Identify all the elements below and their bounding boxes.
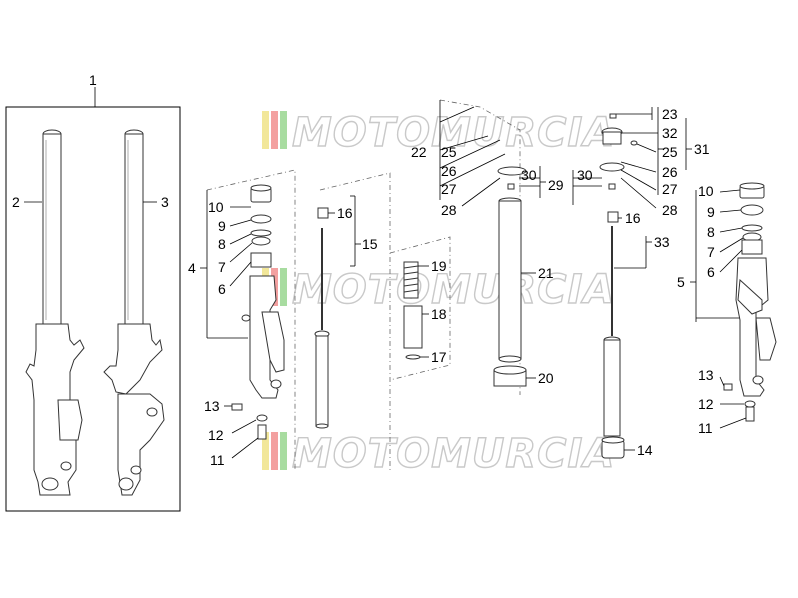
label-17: 17 — [431, 349, 447, 365]
screw-11-left — [257, 424, 267, 440]
ring-8-left — [250, 229, 272, 237]
spring-19 — [403, 261, 419, 299]
label-8-left: 8 — [218, 236, 226, 252]
tube-18 — [403, 305, 423, 349]
valve-30-center — [507, 183, 515, 190]
watermark-text-middle: MOTOMURCIA — [292, 267, 615, 313]
bump-16-left — [317, 207, 329, 219]
label-18: 18 — [431, 306, 447, 322]
label-33: 33 — [654, 234, 670, 250]
label-5: 5 — [677, 274, 685, 290]
valve-30-right — [608, 183, 616, 190]
label-12-right: 12 — [698, 396, 714, 412]
label-29: 29 — [548, 177, 564, 193]
label-11-left: 11 — [210, 452, 225, 468]
bush-20 — [493, 365, 527, 387]
cartridge-rod-33 — [603, 226, 621, 437]
label-6-right: 6 — [707, 264, 715, 280]
watermark-top: MOTOMURCIA — [262, 109, 615, 157]
label-10-right: 10 — [698, 183, 714, 199]
label-28-right: 28 — [662, 202, 678, 218]
label-15: 15 — [362, 236, 378, 252]
label-23: 23 — [662, 106, 678, 122]
ring-28-center — [497, 166, 527, 176]
label-30-right: 30 — [577, 167, 593, 183]
watermark-middle: MOTOMURCIA — [262, 266, 615, 314]
watermark-bottom: MOTOMURCIA — [262, 430, 615, 478]
label-20: 20 — [538, 370, 554, 386]
ring-9-left — [250, 214, 272, 224]
bush-6-left — [250, 252, 272, 268]
label-22: 22 — [411, 144, 427, 160]
label-27-right: 27 — [662, 181, 678, 197]
label-25-center: 25 — [441, 144, 457, 160]
top-cap-32 — [601, 127, 623, 145]
screw-11-right — [745, 406, 755, 422]
fork-leg-left — [25, 129, 85, 496]
callout-labels: 1 2 3 4 10 9 8 7 6 13 12 11 16 15 19 18 … — [12, 72, 715, 468]
washer-12-left — [256, 414, 268, 422]
slider-4 — [241, 275, 285, 399]
fork-leg-right — [103, 129, 165, 496]
label-1: 1 — [89, 72, 97, 88]
assembly-box — [5, 106, 181, 512]
label-9-left: 9 — [218, 218, 226, 234]
label-16-right: 16 — [625, 210, 641, 226]
label-25-right: 25 — [662, 144, 678, 160]
label-21: 21 — [538, 265, 554, 281]
label-26-right: 26 — [662, 164, 678, 180]
label-10-left: 10 — [208, 199, 224, 215]
label-14: 14 — [637, 442, 653, 458]
label-7-left: 7 — [218, 259, 226, 275]
label-4: 4 — [188, 260, 196, 276]
bolt-25-right — [630, 140, 638, 146]
bolt-13-right — [723, 383, 733, 391]
label-7-right: 7 — [707, 244, 715, 260]
label-6-left: 6 — [218, 281, 226, 297]
bolt-13-left — [231, 403, 243, 411]
seal-7-left — [251, 236, 271, 246]
label-32: 32 — [662, 125, 678, 141]
bump-16-right — [607, 211, 619, 223]
label-16-left: 16 — [337, 205, 353, 221]
label-30-center: 30 — [521, 167, 537, 183]
cap-10-right — [739, 182, 765, 199]
slider-5 — [735, 257, 777, 397]
cap-10-left — [250, 184, 272, 203]
damper-rod — [314, 228, 330, 429]
watermark-text-top: MOTOMURCIA — [292, 110, 615, 156]
label-12-left: 12 — [208, 427, 224, 443]
ring-8-right — [741, 224, 763, 232]
label-19: 19 — [431, 258, 447, 274]
screw-23 — [609, 113, 617, 119]
label-27-center: 27 — [441, 181, 457, 197]
bush-6-right — [741, 239, 763, 255]
label-2: 2 — [12, 194, 20, 210]
bottom-piston-14 — [601, 436, 625, 459]
washer-12-right — [744, 400, 756, 408]
label-8-right: 8 — [707, 224, 715, 240]
watermark-text-bottom: MOTOMURCIA — [292, 431, 615, 477]
label-28-center: 28 — [441, 202, 457, 218]
ring-9-right — [740, 204, 764, 216]
label-11-right: 11 — [698, 420, 713, 436]
ring-28-right — [599, 162, 625, 172]
label-3: 3 — [161, 194, 169, 210]
cartridge-tube-21 — [498, 197, 522, 363]
label-26-center: 26 — [441, 163, 457, 179]
label-13-right: 13 — [698, 367, 714, 383]
label-31: 31 — [694, 141, 710, 157]
label-9-right: 9 — [707, 204, 715, 220]
washer-17 — [405, 354, 421, 360]
label-13-left: 13 — [204, 398, 220, 414]
